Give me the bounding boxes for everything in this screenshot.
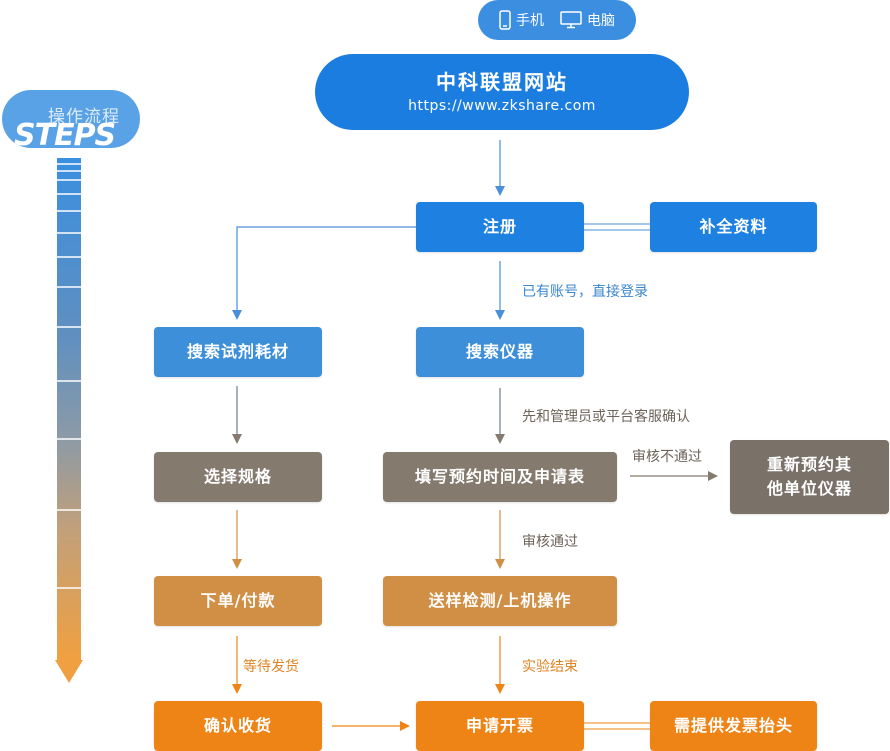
label-wait-ship: 等待发货 xyxy=(243,659,299,675)
device-pill: 手机 电脑 xyxy=(478,0,636,40)
node-order-pay: 下单/付款 xyxy=(154,576,322,626)
steps-badge-en: STEPS xyxy=(14,118,116,148)
node-fill-booking: 填写预约时间及申请表 xyxy=(383,452,617,502)
device-pc: 电脑 xyxy=(560,10,615,30)
label-review-fail: 审核不通过 xyxy=(632,449,702,465)
label-review-pass: 审核通过 xyxy=(522,534,578,550)
node-search-instrument: 搜索仪器 xyxy=(416,327,584,377)
device-phone: 手机 xyxy=(499,10,544,30)
node-search-reagent: 搜索试剂耗材 xyxy=(154,327,322,377)
site-url: https://www.zkshare.com xyxy=(408,98,596,114)
steps-badge: 操作流程 STEPS xyxy=(2,90,140,148)
monitor-icon xyxy=(560,11,582,29)
label-has-account: 已有账号，直接登录 xyxy=(522,284,648,300)
site-title: 中科联盟网站 xyxy=(436,70,568,94)
node-apply-invoice: 申请开票 xyxy=(416,701,584,751)
node-confirm-receipt: 确认收货 xyxy=(154,701,322,751)
device-phone-label: 手机 xyxy=(516,13,544,29)
label-exp-end: 实验结束 xyxy=(522,659,578,675)
arrow-register-reagent xyxy=(232,226,416,320)
node-rebook-line2: 他单位仪器 xyxy=(766,479,852,498)
steps-badge-cn: 操作流程 xyxy=(48,107,120,127)
site-bubble: 中科联盟网站 https://www.zkshare.com xyxy=(315,54,689,130)
node-register: 注册 xyxy=(416,202,584,252)
node-choose-spec: 选择规格 xyxy=(154,452,322,502)
node-invoice-header: 需提供发票抬头 xyxy=(650,701,817,751)
device-pc-label: 电脑 xyxy=(587,13,615,29)
steps-progress-column xyxy=(55,158,83,683)
node-rebook: 重新预约其 他单位仪器 xyxy=(730,440,889,514)
node-rebook-line1: 重新预约其 xyxy=(766,455,852,474)
node-supplement: 补全资料 xyxy=(650,202,817,252)
phone-icon xyxy=(499,10,511,30)
label-admin-confirm: 先和管理员或平台客服确认 xyxy=(522,409,690,425)
node-send-sample: 送样检测/上机操作 xyxy=(383,576,617,626)
